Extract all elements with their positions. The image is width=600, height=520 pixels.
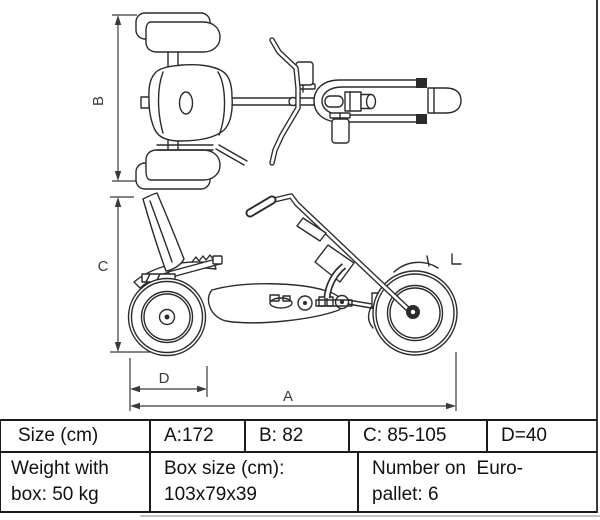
euro-pallet-cell: Number on Euro- pallet: 6 — [359, 453, 597, 511]
dimension-a-label: A — [283, 388, 293, 405]
dimension-b-label: B — [90, 96, 107, 106]
weight-line-1: Weight with — [11, 458, 109, 479]
dimension-d-label: D — [159, 370, 170, 387]
page-edge-shadow — [140, 515, 600, 517]
box-size-line-1: Box size (cm): — [164, 458, 285, 479]
size-a-cell: A:172 — [151, 421, 246, 451]
size-row-header: Size (cm) — [1, 421, 151, 451]
side-view-drawing — [127, 192, 462, 357]
side-view-body — [207, 283, 344, 324]
weight-line-2: box: 50 kg — [11, 484, 99, 505]
side-view-rear-wheel — [127, 277, 207, 357]
size-c-cell: C: 85-105 — [350, 421, 488, 451]
page-border-right — [596, 0, 598, 513]
box-size-line-2: 103x79x39 — [164, 484, 257, 505]
top-view-front-tire — [427, 87, 462, 114]
dimension-a: A — [130, 352, 457, 411]
dimension-d: D — [129, 358, 208, 411]
size-d-cell: D=40 — [501, 425, 547, 446]
size-b-cell: B: 82 — [246, 421, 350, 451]
dimension-c: C — [98, 196, 152, 353]
box-size-cell: Box size (cm): 103x79x39 — [151, 453, 359, 511]
dimension-c-label: C — [98, 258, 109, 275]
dimension-b: B — [90, 14, 137, 182]
kart-technical-drawing: B — [90, 12, 462, 411]
spec-table: Size (cm) A:172 B: 82 C: 85-105 D=40 Wei… — [0, 419, 597, 513]
side-view-seat-back — [142, 192, 185, 272]
top-view-drawing — [135, 12, 462, 190]
weight-cell: Weight with box: 50 kg — [1, 453, 151, 511]
size-row: Size (cm) A:172 B: 82 C: 85-105 D=40 — [1, 421, 597, 453]
euro-pallet-line-2: pallet: 6 — [372, 484, 439, 505]
top-view-pedal-lower — [331, 118, 350, 144]
info-row: Weight with box: 50 kg Box size (cm): 10… — [1, 453, 597, 511]
euro-pallet-line-1: Number on Euro- — [372, 458, 524, 479]
